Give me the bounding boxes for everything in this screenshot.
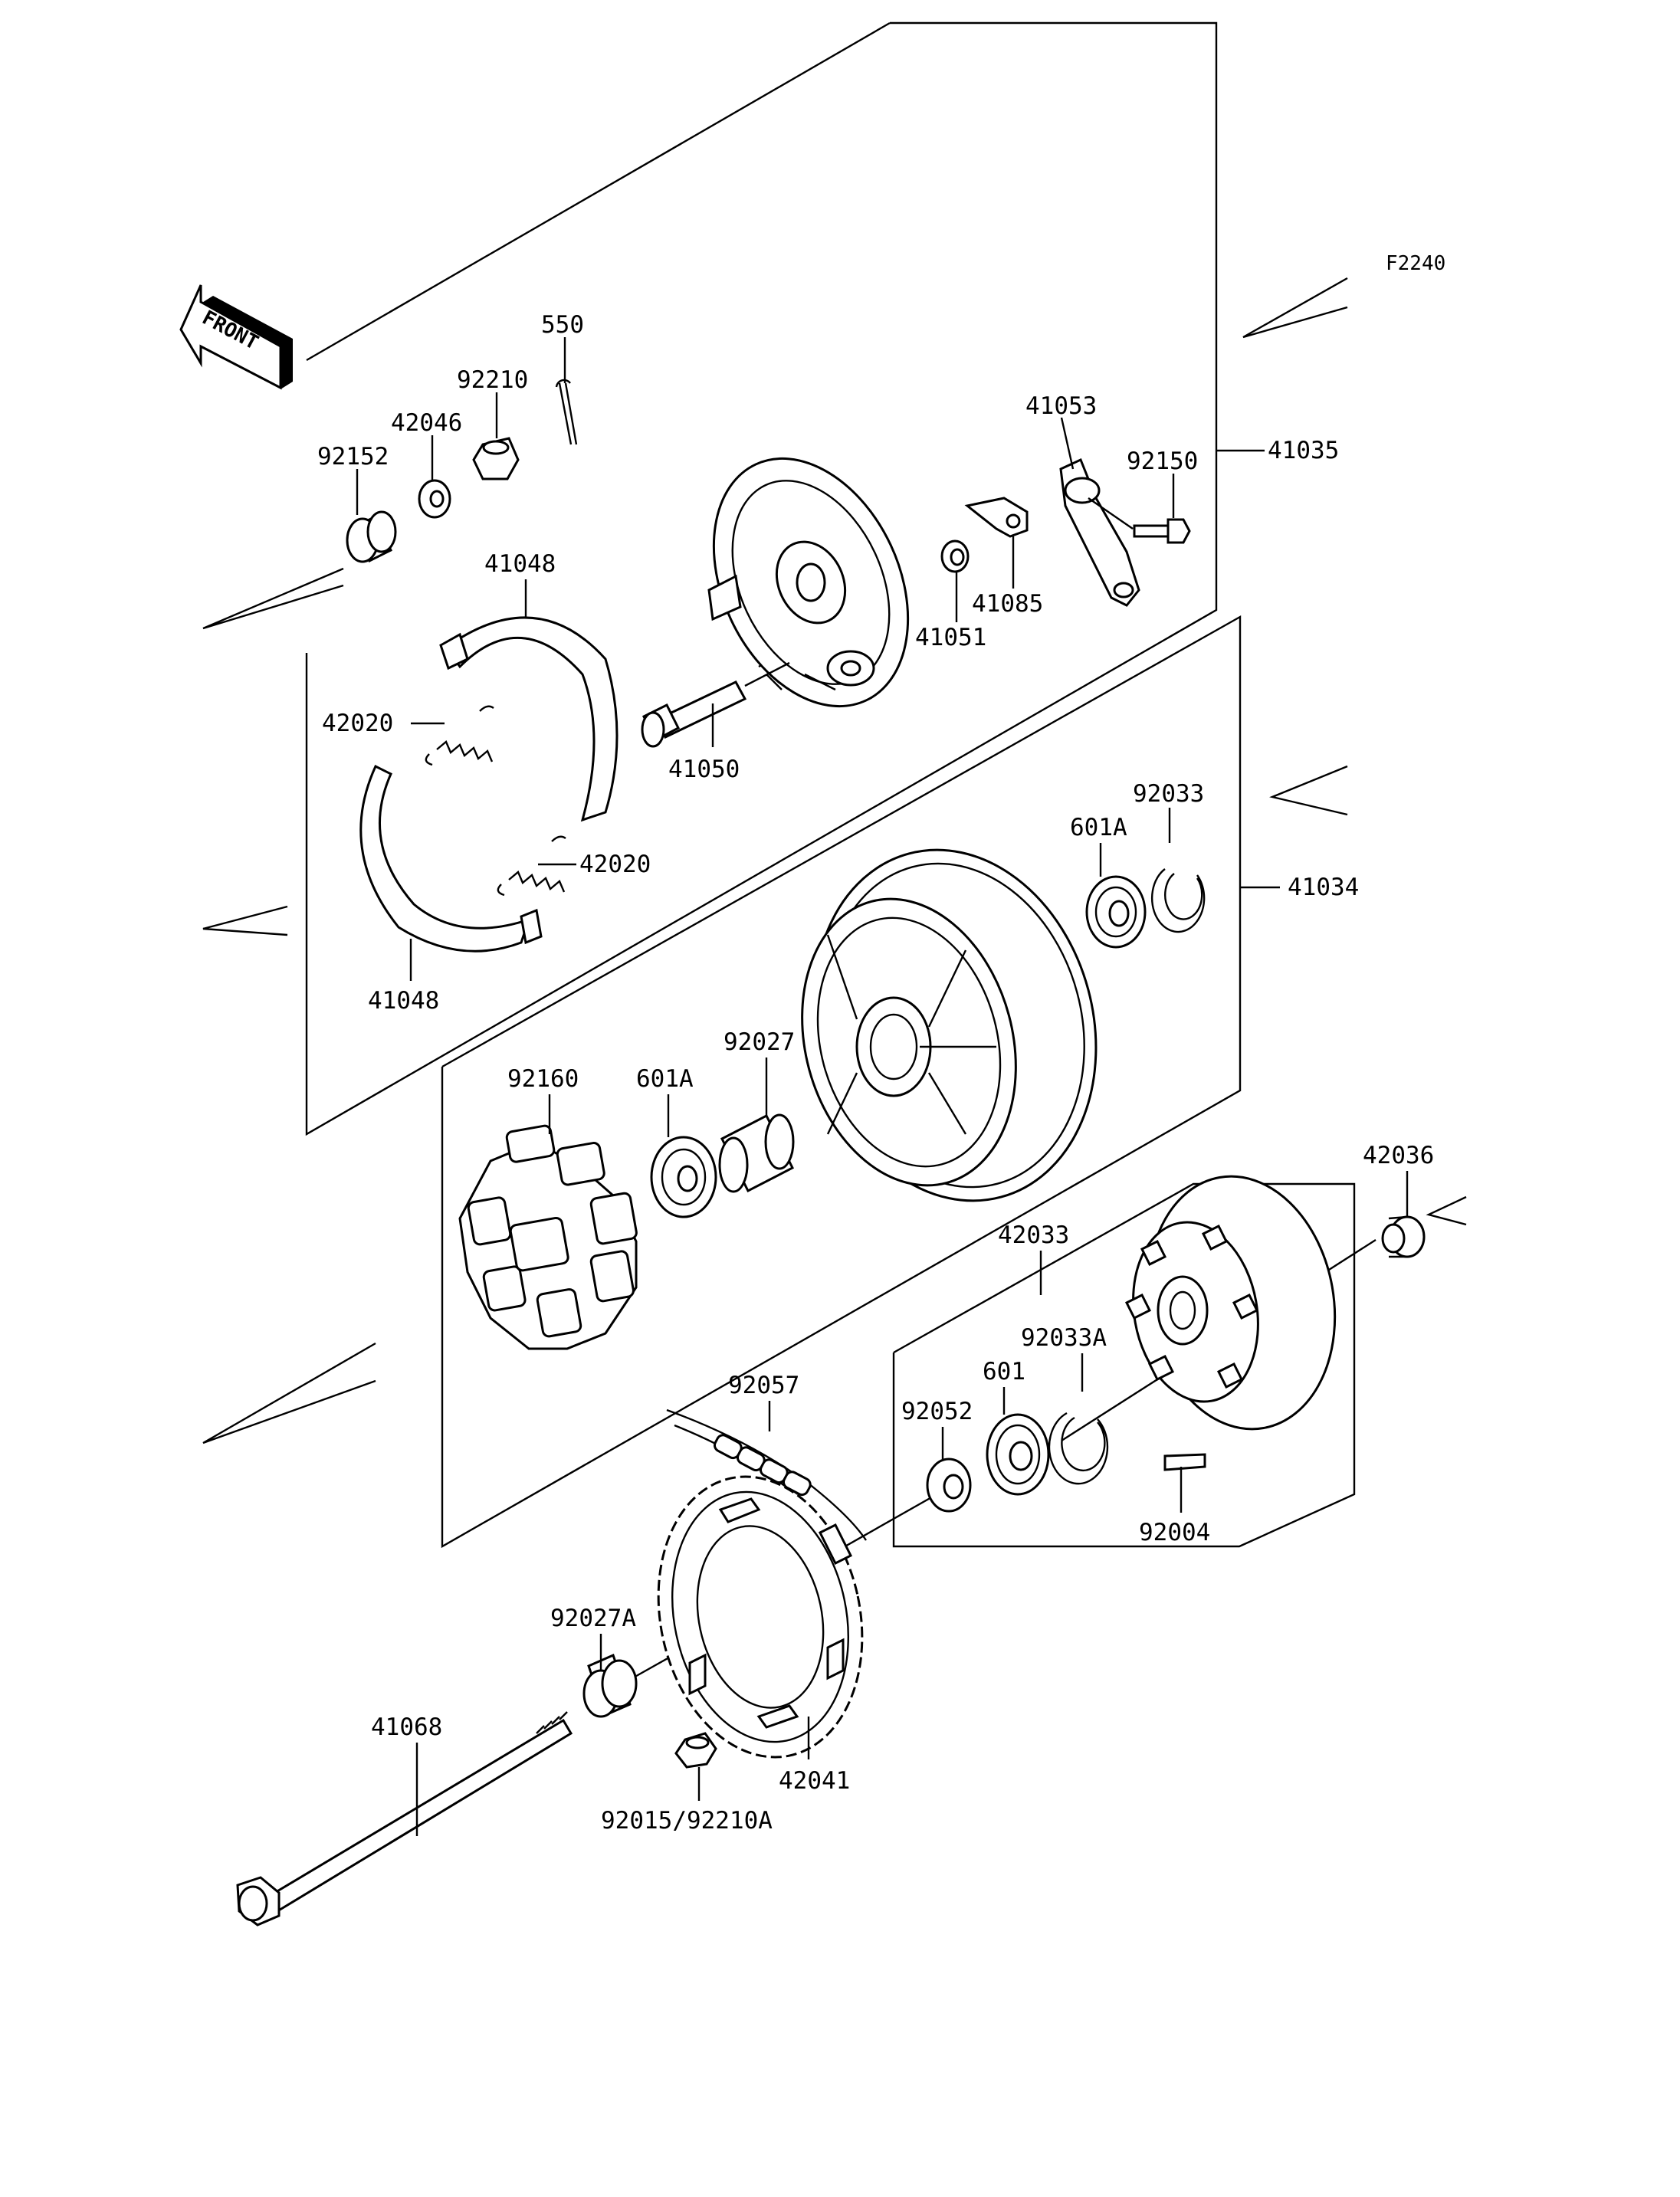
spring-42020-top[interactable] (425, 705, 494, 766)
collar-42036[interactable] (1381, 1215, 1426, 1258)
damper-92160[interactable] (458, 1124, 638, 1350)
bolt-92150[interactable] (1088, 497, 1191, 544)
brake-panel[interactable] (676, 427, 946, 737)
leader-lines (356, 337, 1409, 1836)
bearing-601a-left[interactable] (650, 1136, 717, 1218)
wheel-hub-outline (441, 615, 1242, 1549)
label-41053: 41053 (1025, 392, 1097, 420)
label-92150: 92150 (1127, 448, 1198, 475)
bearing-601a-right[interactable] (1085, 875, 1147, 949)
label-42033: 42033 (998, 1221, 1069, 1249)
washer-42046[interactable] (418, 479, 451, 519)
nut-92015-92210a[interactable] (674, 1732, 717, 1769)
brake-panel-outline (305, 21, 1218, 1136)
circlip-92033[interactable] (1150, 868, 1206, 933)
label-41068: 41068 (371, 1713, 442, 1741)
seal-92052[interactable] (926, 1458, 972, 1513)
label-41050: 41050 (668, 756, 740, 783)
stud-92004[interactable] (1163, 1453, 1206, 1471)
label-42020-top: 42020 (322, 710, 393, 737)
label-92210: 92210 (457, 366, 528, 394)
label-41048-bottom: 41048 (368, 987, 439, 1015)
sprocket-carrier-outline (892, 1182, 1356, 1548)
label-41034: 41034 (1288, 874, 1359, 901)
label-42036: 42036 (1363, 1142, 1434, 1169)
label-601a-right: 601A (1070, 814, 1127, 841)
collar-92152[interactable] (346, 510, 397, 563)
label-92152: 92152 (317, 443, 389, 471)
collar-92027a[interactable] (582, 1653, 638, 1718)
castle-nut-92210[interactable] (472, 437, 520, 480)
label-42046: 42046 (391, 409, 462, 437)
camshaft-41050[interactable] (641, 661, 790, 748)
brake-shoe-41048-bottom[interactable] (359, 764, 543, 953)
brake-lever-41053[interactable] (1059, 457, 1140, 607)
label-92004: 92004 (1139, 1519, 1210, 1546)
label-92033a: 92033A (1021, 1324, 1107, 1352)
circlip-92033a[interactable] (1048, 1412, 1109, 1485)
cotter-pin-550[interactable] (555, 379, 578, 445)
label-92027a: 92027A (550, 1605, 636, 1632)
label-42020-bottom: 42020 (579, 851, 651, 878)
spacer-92027[interactable] (718, 1113, 795, 1193)
seal-41051[interactable] (940, 539, 970, 573)
bearing-601[interactable] (986, 1413, 1050, 1496)
label-92027: 92027 (724, 1028, 795, 1056)
label-92015-92210a: 92015/92210A (601, 1807, 773, 1835)
front-arrow-icon: FRONT (179, 284, 293, 390)
axle-41068[interactable] (236, 1711, 573, 1926)
label-550: 550 (541, 311, 584, 339)
label-41035: 41035 (1268, 437, 1339, 464)
label-92057: 92057 (728, 1372, 799, 1399)
part-labels: 550 92210 42046 92152 41053 92150 41035 … (317, 311, 1434, 1835)
spring-42020-bottom[interactable] (497, 835, 566, 897)
label-92033: 92033 (1133, 780, 1204, 808)
label-41085: 41085 (972, 590, 1043, 618)
sprocket-carrier-42033[interactable] (1120, 1162, 1354, 1444)
indicator-plate-41085[interactable] (964, 497, 1029, 538)
brake-shoe-41048-top[interactable] (439, 616, 619, 822)
label-92160: 92160 (507, 1065, 579, 1093)
label-601a-left: 601A (636, 1065, 694, 1093)
label-92052: 92052 (901, 1398, 973, 1425)
figure-code: F2240 (1386, 252, 1445, 275)
guide-wedges (202, 277, 1467, 1444)
wheel-hub[interactable] (771, 818, 1134, 1232)
label-601: 601 (983, 1358, 1025, 1385)
label-42041: 42041 (779, 1767, 850, 1795)
label-41048-top: 41048 (484, 550, 556, 578)
label-41051: 41051 (915, 624, 986, 651)
sprocket-42041[interactable] (633, 1458, 887, 1776)
